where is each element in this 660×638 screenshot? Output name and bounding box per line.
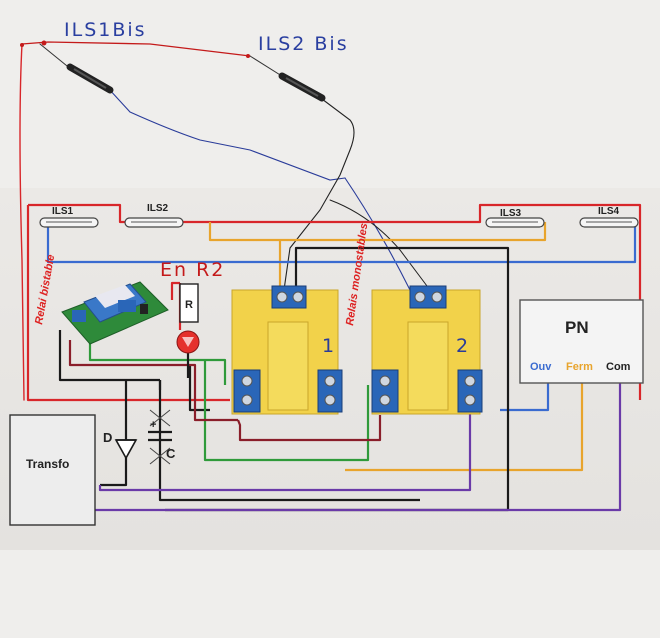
diode [114, 420, 138, 470]
solder-point [41, 40, 47, 46]
ils1bis-reed [66, 63, 114, 94]
ils3-switch [485, 217, 545, 228]
en-r2-note: En R2 [160, 259, 225, 281]
capacitor-plus: + [150, 419, 156, 431]
ils1-label: ILS1 [52, 206, 74, 217]
resistor-label: R [185, 299, 193, 311]
ils1-switch [39, 217, 99, 228]
ils1bis-label: ILS1Bis [64, 19, 147, 41]
transfo-box [9, 414, 96, 526]
pn-ferm: Ferm [566, 361, 593, 373]
relay-1-number: 1 [322, 335, 336, 357]
relay-2-number: 2 [456, 335, 470, 357]
bistable-relay-board [61, 281, 169, 345]
capacitor-label: C [166, 446, 176, 461]
led-indicator [176, 330, 200, 354]
pn-title: PN [565, 318, 589, 337]
ils2-switch [124, 217, 184, 228]
ils2bis-label: ILS2 Bis [258, 33, 349, 55]
ils4-switch [579, 217, 639, 228]
ils2-label: ILS2 [147, 203, 169, 214]
relay-1 [231, 285, 343, 415]
ils3-label: ILS3 [500, 208, 522, 219]
pn-ouv: Ouv [530, 361, 552, 373]
pn-com: Com [606, 361, 631, 373]
transfo-label: Transfo [26, 457, 69, 471]
diode-label: D [103, 430, 112, 445]
solder-point [246, 54, 250, 58]
relay-2 [371, 285, 483, 415]
ils4-label: ILS4 [598, 206, 620, 217]
pn-box [519, 299, 644, 384]
ils2bis-reed [278, 72, 326, 102]
resistor [179, 283, 199, 323]
capacitor [148, 400, 172, 472]
solder-point [20, 43, 24, 47]
